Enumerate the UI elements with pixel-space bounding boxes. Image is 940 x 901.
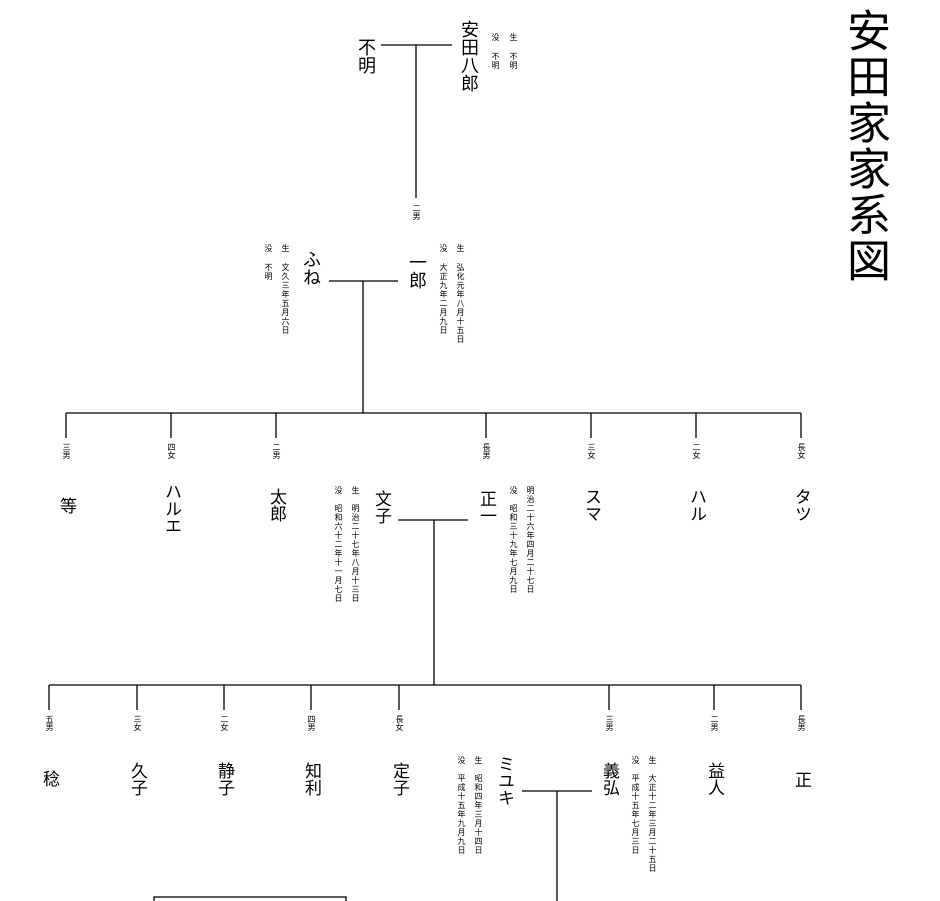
relation-label-suma: 三女 bbox=[587, 443, 596, 459]
diagram-title: 安田家家系図 bbox=[839, 8, 890, 284]
person-haru: ハル bbox=[686, 488, 706, 522]
death-label: 没 bbox=[631, 756, 640, 765]
death-label: 没 bbox=[457, 756, 466, 765]
death-date: 不明 bbox=[264, 263, 273, 281]
relation-label-masakazu: 長男 bbox=[482, 443, 491, 459]
person-tatsu: タツ bbox=[791, 488, 811, 522]
birth-label: 生 bbox=[648, 756, 657, 765]
death-label: 没 bbox=[439, 244, 448, 253]
person-shizuko: 静子 bbox=[214, 762, 234, 796]
cut-off-box bbox=[153, 896, 347, 901]
birth-label: 生 bbox=[509, 33, 518, 42]
person-ichiro: 一郎 bbox=[406, 253, 427, 289]
person-suma: スマ bbox=[581, 488, 601, 522]
person-yoshihiro: 義弘 bbox=[599, 762, 619, 796]
person-fumiko: 文子 bbox=[371, 490, 391, 524]
person-hisako: 久子 bbox=[127, 762, 147, 796]
relation-label-masuto: 二男 bbox=[710, 715, 719, 731]
person-fune: ふね bbox=[300, 250, 321, 286]
person-miyuki: ミユキ bbox=[494, 755, 514, 806]
birth-date: 明治二十七年八月十三日 bbox=[351, 504, 360, 603]
person-harue: ハルエ bbox=[161, 483, 181, 534]
birth-label: 生 bbox=[351, 486, 360, 495]
relation-label-haru: 二女 bbox=[692, 443, 701, 459]
birth-date: 明治二十六年四月二十七日 bbox=[526, 486, 535, 594]
person-fumei: 不明 bbox=[355, 38, 376, 74]
death-date: 平成十五年七月三日 bbox=[631, 774, 640, 855]
person-masakazu: 正一 bbox=[476, 490, 496, 524]
birth-label: 生 bbox=[281, 244, 290, 253]
relation-label-tomotoshi: 四男 bbox=[307, 715, 316, 731]
relation-label-hitoshi: 三男 bbox=[62, 443, 71, 459]
death-label: 没 bbox=[491, 33, 500, 42]
birth-label: 生 bbox=[474, 756, 483, 765]
relation-label-shizuko: 二女 bbox=[220, 715, 229, 731]
birth-label: 生 bbox=[456, 244, 465, 253]
birth-date: 文久三年五月六日 bbox=[281, 263, 290, 335]
death-date: 平成十五年九月九日 bbox=[457, 774, 466, 855]
relation-label-tadashi: 長男 bbox=[797, 715, 806, 731]
birth-date: 不明 bbox=[509, 52, 518, 70]
relation-label-tatsu: 長女 bbox=[797, 443, 806, 459]
death-label: 没 bbox=[264, 244, 273, 253]
relation-label-yoshihiro: 三男 bbox=[605, 715, 614, 731]
death-label: 没 bbox=[509, 486, 518, 495]
person-hitoshi: 等 bbox=[56, 497, 76, 514]
relation-label-sadako: 長女 bbox=[395, 715, 404, 731]
relation-label-taro: 二男 bbox=[272, 443, 281, 459]
relation-label-hisako: 三女 bbox=[133, 715, 142, 731]
birth-date: 昭和四年三月十四日 bbox=[474, 774, 483, 855]
death-label: 没 bbox=[334, 486, 343, 495]
death-date: 昭和三十九年七月九日 bbox=[509, 504, 518, 594]
birth-date: 弘化元年八月十五日 bbox=[456, 263, 465, 344]
person-yasuda-hachiro: 安田八郎 bbox=[458, 20, 479, 92]
death-date: 不明 bbox=[491, 52, 500, 70]
birth-date: 大正十二年三月二十五日 bbox=[648, 774, 657, 873]
relation-label-ichiro: 二男 bbox=[412, 204, 421, 220]
person-tomotoshi: 知利 bbox=[301, 762, 321, 796]
death-date: 昭和六十二年十一月七日 bbox=[334, 504, 343, 603]
death-date: 大正九年二月九日 bbox=[439, 263, 448, 335]
relation-label-minoru: 五男 bbox=[45, 715, 54, 731]
person-tadashi: 正 bbox=[791, 771, 811, 788]
person-taro: 太郎 bbox=[266, 488, 286, 522]
relation-label-harue: 四女 bbox=[167, 443, 176, 459]
person-masuto: 益人 bbox=[704, 762, 724, 796]
person-minoru: 稔 bbox=[39, 770, 59, 787]
person-sadako: 定子 bbox=[389, 762, 409, 796]
